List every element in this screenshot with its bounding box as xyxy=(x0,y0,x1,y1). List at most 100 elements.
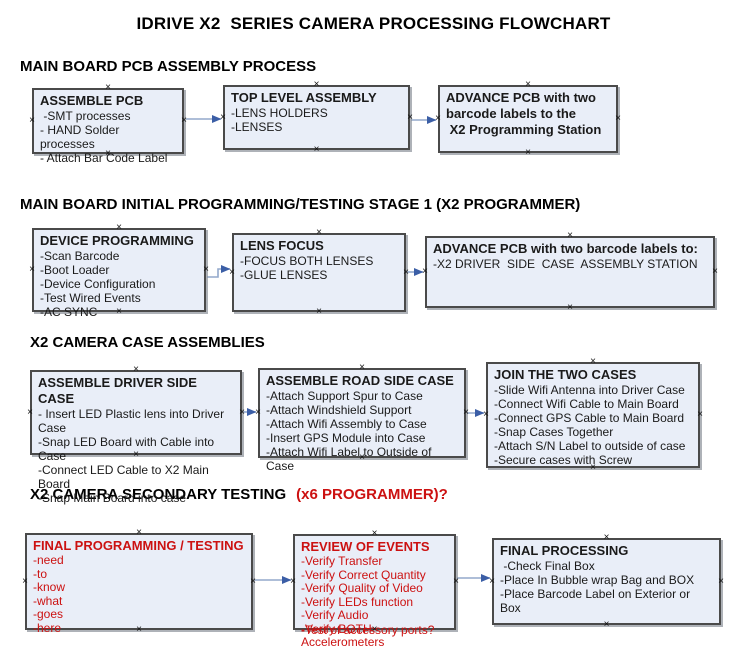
box-item: -Scan Barcode xyxy=(40,249,120,263)
anchor-mark xyxy=(237,408,247,418)
anchor-mark xyxy=(602,533,612,543)
box-item: -GLUE LENSES xyxy=(240,268,328,282)
box-title: ASSEMBLE PCB xyxy=(40,93,144,108)
anchor-mark xyxy=(27,116,37,126)
box-title: TOP LEVEL ASSEMBLY xyxy=(231,90,377,105)
box-item: -Attach Windshield Support xyxy=(266,403,412,417)
section-heading-secondary-testing: X2 CAMERA SECONDARY TESTING(x6 PROGRAMME… xyxy=(30,486,448,503)
anchor-mark xyxy=(312,80,322,90)
box-title: LENS FOCUS xyxy=(240,238,324,253)
box-item: -Snap LED Board with Cable into Case xyxy=(38,435,218,463)
box-device-programming: DEVICE PROGRAMMING -Scan Barcode-Boot Lo… xyxy=(32,228,206,319)
box-item: -LENS HOLDERS xyxy=(231,106,328,120)
box-item-list: -X2 DRIVER SIDE CASE ASSEMBLY STATION xyxy=(433,257,707,271)
box-item-list: -Verify Transfer-Verify Correct Quantity… xyxy=(301,554,448,650)
box-item-overflow: -Test of accessory ports? xyxy=(301,623,435,637)
anchor-mark xyxy=(218,113,228,123)
anchor-mark xyxy=(420,267,430,277)
box-title: JOIN THE TWO CASES xyxy=(494,367,637,382)
box-advance-pcb-driver-side-station: ADVANCE PCB with two barcode labels to: … xyxy=(425,236,715,308)
anchor-mark xyxy=(565,303,575,313)
box-item: -Connect LED Cable to X2 Main Board xyxy=(38,463,213,491)
arrow-row2-a xyxy=(207,265,231,278)
box-item: -Device Configuration xyxy=(40,277,156,291)
box-item: -Secure cases with Screw xyxy=(494,453,633,467)
box-item: -X2 DRIVER SIDE CASE ASSEMBLY STATION xyxy=(433,257,698,271)
box-title: FINAL PROGRAMMING / TESTING xyxy=(33,538,244,553)
box-item-list: -Check Final Box-Place In Bubble wrap Ba… xyxy=(500,559,713,615)
box-join-the-two-cases: JOIN THE TWO CASES -Slide Wifi Antenna i… xyxy=(486,362,700,468)
box-title: ADVANCE PCB with two barcode labels to t… xyxy=(446,90,602,137)
anchor-mark xyxy=(716,577,726,587)
box-item: -Verify Transfer xyxy=(301,554,383,568)
anchor-mark xyxy=(27,265,37,275)
box-item: -Place Barcode Label on Exterior or Box xyxy=(500,587,694,615)
anchor-mark xyxy=(131,365,141,375)
box-item: -Connect GPS Cable to Main Board xyxy=(494,411,685,425)
section-heading-case-assemblies: X2 CAMERA CASE ASSEMBLIES xyxy=(30,334,265,351)
box-title: REVIEW OF EVENTS xyxy=(301,539,430,554)
box-assemble-pcb: ASSEMBLE PCB -SMT processes- HAND Solder… xyxy=(32,88,184,165)
anchor-mark xyxy=(433,114,443,124)
box-item: -Slide Wifi Antenna into Driver Case xyxy=(494,383,685,397)
box-item: -goes xyxy=(33,607,64,621)
anchor-mark xyxy=(523,148,533,158)
anchor-mark xyxy=(314,228,324,238)
anchor-mark xyxy=(613,114,623,124)
anchor-mark xyxy=(710,267,720,277)
anchor-mark xyxy=(201,265,211,275)
box-item-list: - Insert LED Plastic lens into Driver Ca… xyxy=(38,407,234,505)
box-item: -Verify LEDs function xyxy=(301,594,414,609)
box-item: -Insert GPS Module into Case xyxy=(266,431,426,445)
box-item: - Insert LED Plastic lens into Driver Ca… xyxy=(38,407,228,435)
box-item: -know xyxy=(33,580,66,594)
box-advance-pcb-programming-station: ADVANCE PCB with two barcode labels to t… xyxy=(438,85,618,153)
box-final-programming-testing: FINAL PROGRAMMING / TESTING -need-to-kno… xyxy=(25,533,253,634)
box-item: -Verify BOTH Accelerometers xyxy=(301,621,385,649)
box-item: -Snap Cases Together xyxy=(494,425,614,439)
box-item: -Attach Wifi Label to Outside of Case xyxy=(266,445,435,473)
anchor-mark xyxy=(451,577,461,587)
anchor-mark xyxy=(25,408,35,418)
box-item-list: -SMT processes- HAND Solder processes- A… xyxy=(40,109,176,165)
anchor-mark xyxy=(288,577,298,587)
box-item: -here xyxy=(33,620,62,635)
box-item: -Verify Audio xyxy=(301,608,369,622)
anchor-mark xyxy=(357,363,367,373)
anchor-mark xyxy=(565,231,575,241)
anchor-mark xyxy=(227,268,237,278)
box-assemble-road-side-case: ASSEMBLE ROAD SIDE CASE -Attach Support … xyxy=(258,368,466,473)
box-item: -Attach Support Spur to Case xyxy=(266,389,423,403)
anchor-mark xyxy=(20,577,30,587)
box-item: -Boot Loader xyxy=(40,263,110,277)
anchor-mark xyxy=(695,410,705,420)
box-item: -LENSES xyxy=(231,120,283,134)
box-item: -AC SYNC xyxy=(40,305,98,319)
box-item: -Check Final Box xyxy=(500,559,595,573)
box-item: -Attach S/N Label to outside of case xyxy=(494,439,686,453)
box-item: -Verify Quality of Video xyxy=(301,581,423,595)
box-review-of-events: REVIEW OF EVENTS -Verify Transfer-Verify… xyxy=(293,534,456,649)
box-item: -Place In Bubble wrap Bag and BOX xyxy=(500,573,695,587)
box-title: ASSEMBLE ROAD SIDE CASE xyxy=(266,373,454,388)
heading-black-part: X2 CAMERA SECONDARY TESTING xyxy=(30,486,287,503)
box-item: -Attach Wifi Assembly to Case xyxy=(266,417,427,431)
box-title: ASSEMBLE DRIVER SIDE CASE xyxy=(38,375,201,406)
box-item-list: -FOCUS BOTH LENSES-GLUE LENSES xyxy=(240,254,398,282)
box-item: - HAND Solder processes xyxy=(40,123,123,151)
box-item-list: -Slide Wifi Antenna into Driver Case -Con… xyxy=(494,383,692,467)
anchor-mark xyxy=(248,577,258,587)
box-item: -Verify Correct Quantity xyxy=(301,567,426,582)
box-item-list: -Attach Support Spur to Case-Attach Wind… xyxy=(266,389,458,473)
anchor-mark xyxy=(314,307,324,317)
box-assemble-driver-side-case: ASSEMBLE DRIVER SIDE CASE - Insert LED P… xyxy=(30,370,242,505)
section-heading-pcb-assembly: MAIN BOARD PCB ASSEMBLY PROCESS xyxy=(20,58,317,75)
page-title: IDRIVE X2 SERIES CAMERA PROCESSING FLOWC… xyxy=(136,14,611,33)
box-lens-focus: LENS FOCUS -FOCUS BOTH LENSES-GLUE LENSE… xyxy=(232,233,406,312)
box-item-list: -LENS HOLDERS-LENSES xyxy=(231,106,402,134)
anchor-mark xyxy=(405,113,415,123)
box-item: -what xyxy=(33,593,63,608)
anchor-mark xyxy=(103,83,113,93)
box-item: -to xyxy=(33,566,48,581)
